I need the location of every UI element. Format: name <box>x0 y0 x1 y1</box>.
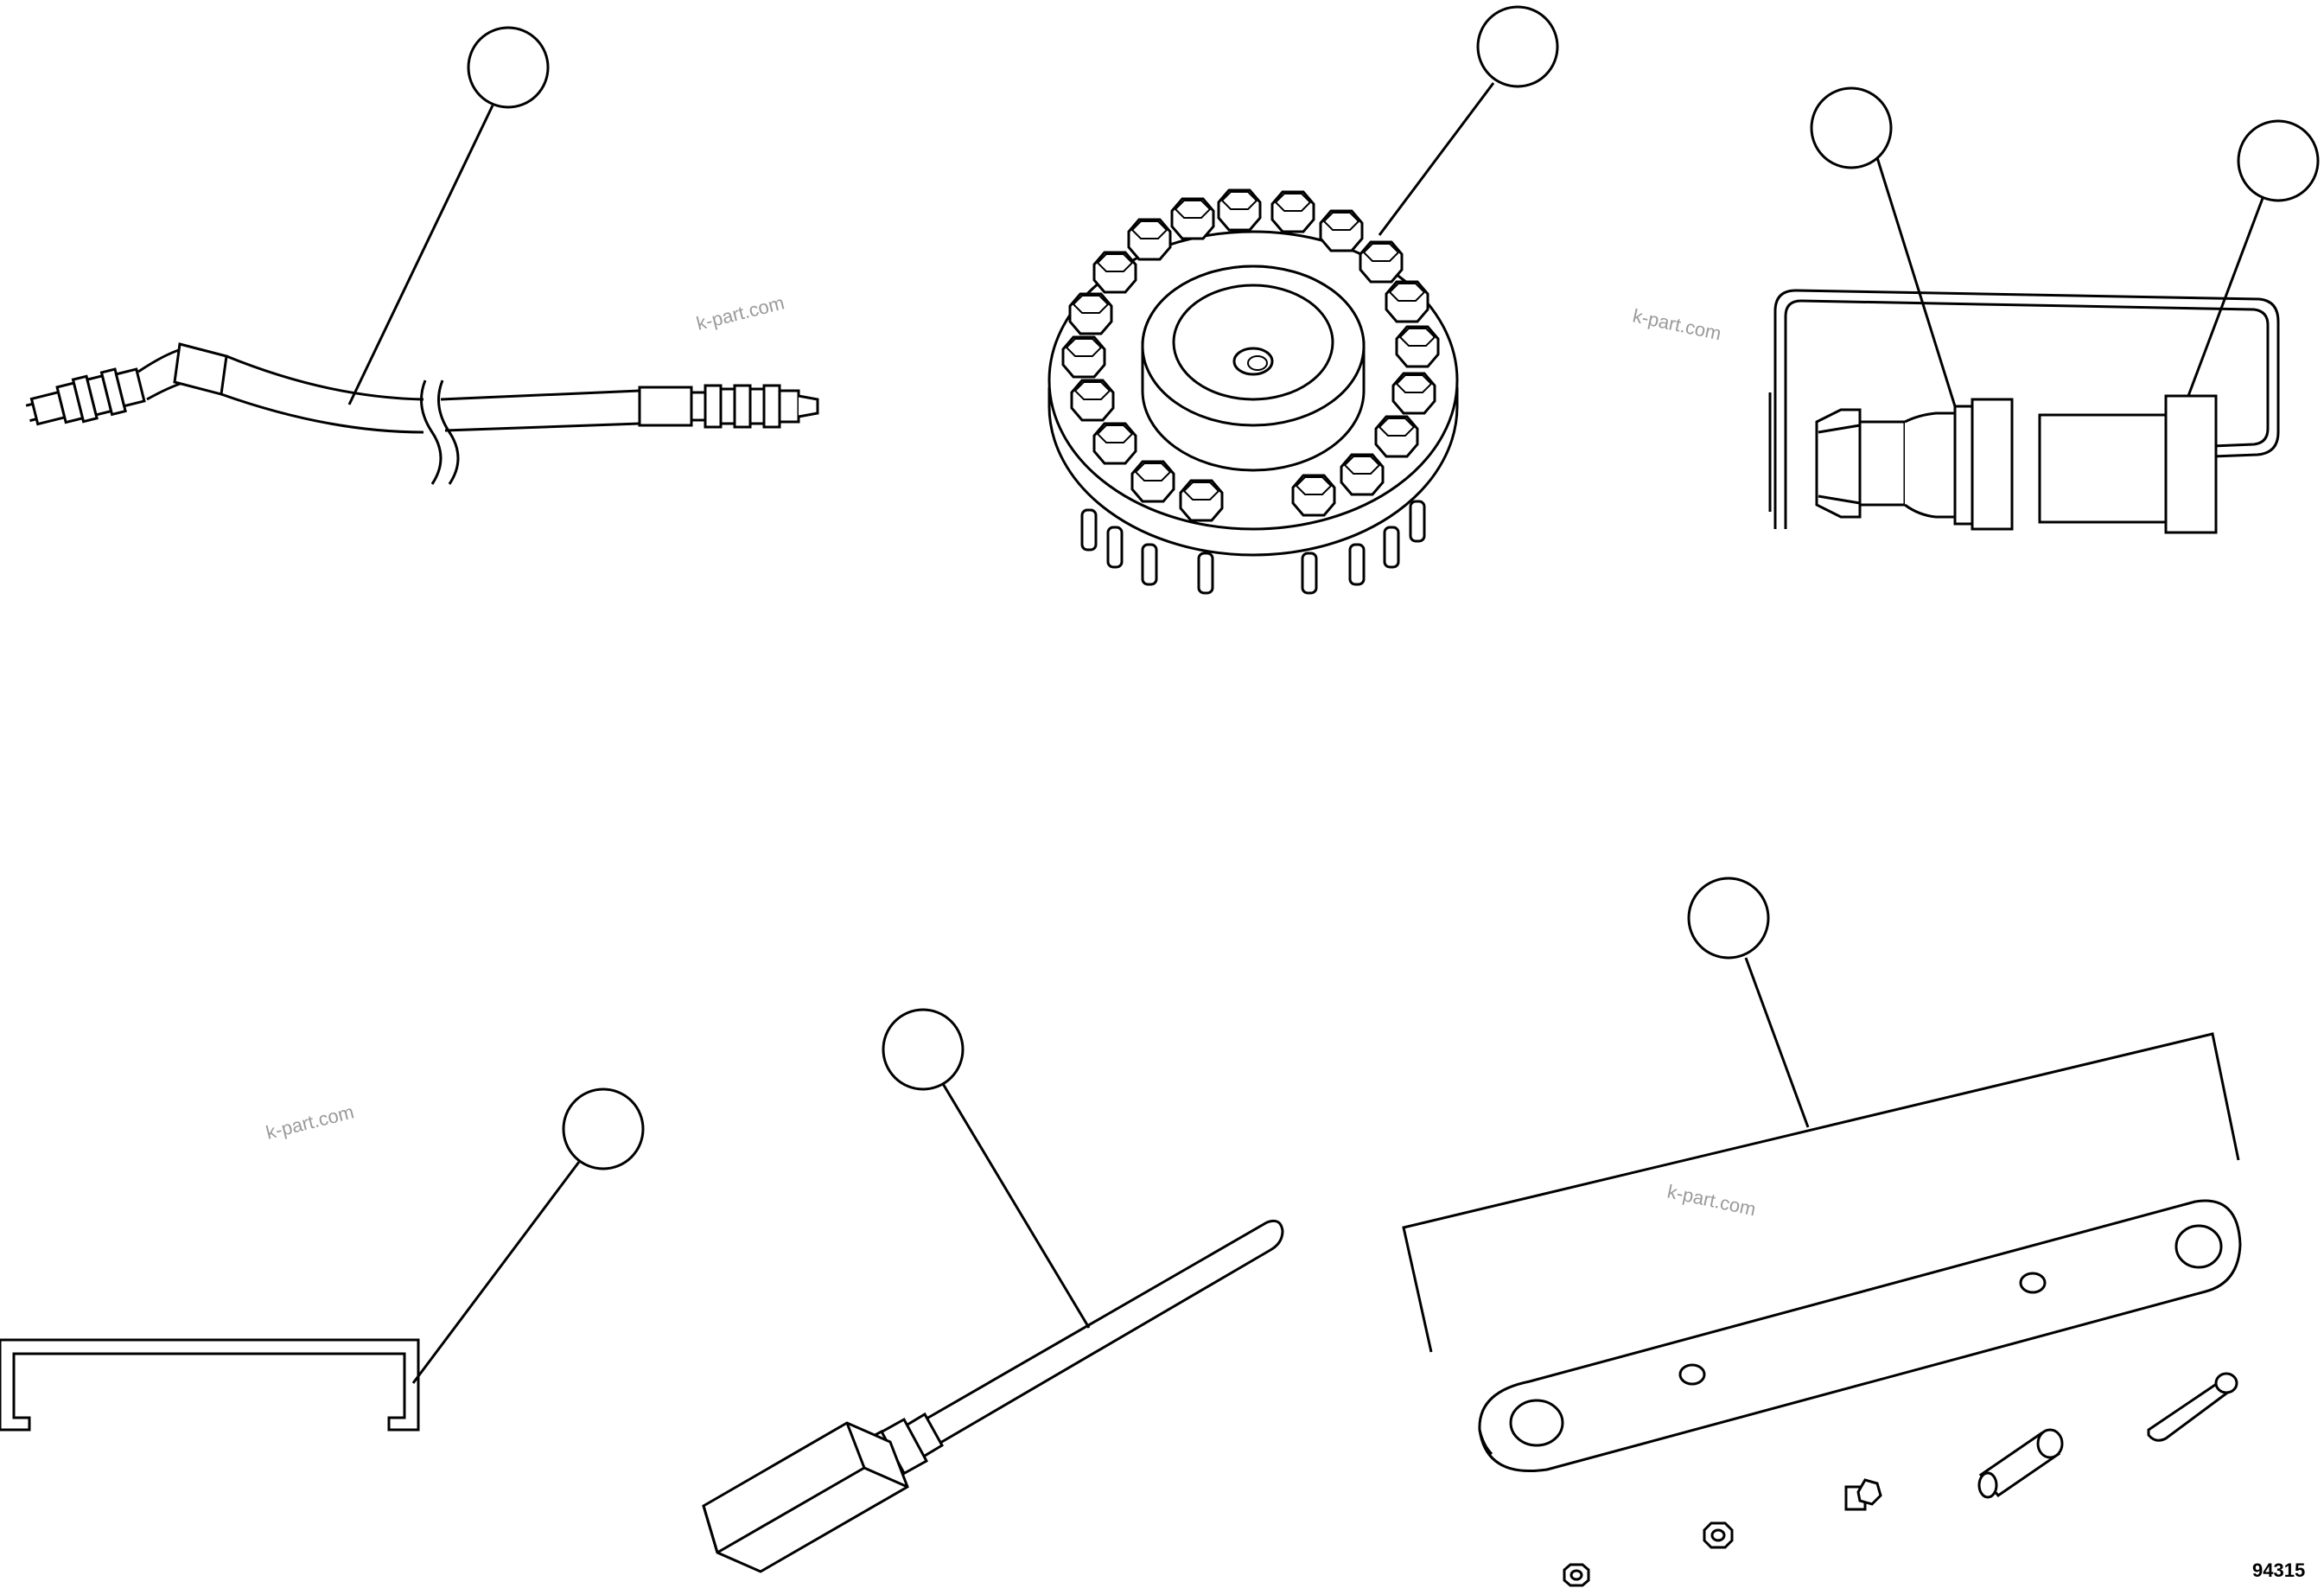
leader-lines <box>347 82 2266 1384</box>
watermark-2: k-part.com <box>1631 304 1723 344</box>
link-bar-kit-icon <box>1402 1032 2242 1587</box>
leader-line-5 <box>411 1161 581 1384</box>
callout-7 <box>1687 877 1770 960</box>
hose-assembly-icon <box>25 342 819 485</box>
leader-line-6 <box>940 1081 1091 1329</box>
fitting-and-cap-with-wire-icon <box>1768 289 2280 534</box>
callout-4 <box>2237 119 2320 202</box>
leader-line-4 <box>2187 193 2266 397</box>
callout-1 <box>467 26 550 109</box>
callout-6 <box>882 1008 965 1091</box>
figure-number: 94315 <box>2252 1559 2305 1581</box>
callout-3 <box>1810 86 1893 169</box>
probe-tool-icon <box>702 1219 1284 1573</box>
callout-5 <box>562 1087 645 1170</box>
watermark-4: k-part.com <box>1665 1180 1758 1220</box>
bolt-flange-plate-icon <box>1047 188 1459 595</box>
channel-bracket-icon <box>0 1338 420 1432</box>
callouts <box>467 5 2320 1170</box>
callout-2 <box>1476 5 1559 88</box>
leader-line-1 <box>347 105 494 405</box>
watermark-1: k-part.com <box>694 291 786 334</box>
leader-line-7 <box>1744 957 1810 1128</box>
watermark-3: k-part.com <box>264 1100 356 1143</box>
leader-line-3 <box>1865 124 1957 407</box>
leader-line-2 <box>1378 82 1495 236</box>
